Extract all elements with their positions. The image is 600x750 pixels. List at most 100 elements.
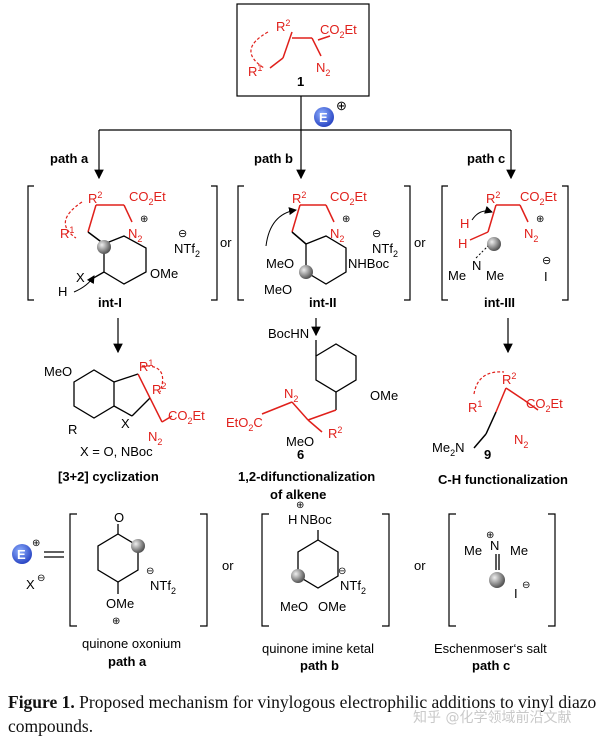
int-i-r1: R1 xyxy=(60,225,74,241)
product-a-r: R xyxy=(68,422,77,437)
compound-1-r1: R1 xyxy=(248,63,262,79)
product-a-title: [3+2] cyclization xyxy=(58,469,159,484)
int-i-h: H xyxy=(58,284,67,299)
svg-text:⊖: ⊖ xyxy=(338,566,346,577)
electrophile-e: E xyxy=(319,110,328,125)
int-iii-me-2: Me xyxy=(486,268,504,283)
intermediate-int-ii: R2 CO2Et N2 ⊕ ⊖ NTf2 MeO MeO NHBoc int-I… xyxy=(237,185,411,310)
or-4: or xyxy=(414,558,426,573)
int-i-minus: ⊖ xyxy=(178,228,187,240)
product-b-ome: OMe xyxy=(370,388,398,403)
int-iii-h: H xyxy=(458,236,467,251)
svg-text:R2: R2 xyxy=(292,190,306,206)
product-b: BocHN OMe N2 EtO2C MeO R2 6 1,2-difuncti… xyxy=(226,326,398,502)
svg-text:R2: R2 xyxy=(502,371,516,387)
svg-text:R1: R1 xyxy=(139,358,153,374)
or-2: or xyxy=(414,235,426,250)
product-c: R2 R1 CO2Et N2 Me2N 9 C-H functionalizat… xyxy=(432,371,568,487)
compound-1-box xyxy=(236,3,370,97)
svg-text:⊖: ⊖ xyxy=(37,573,45,584)
path-b-label: path b xyxy=(254,151,293,166)
int-i-x: X xyxy=(76,270,85,285)
watermark: 知乎 @化学领域前沿文献 xyxy=(413,710,572,726)
product-a: MeO R X R1 R2 CO2Et N2 X = O, NBoc [3+2]… xyxy=(44,358,205,484)
svg-text:⊕: ⊕ xyxy=(486,530,494,541)
legend-a-name: quinone oxonium xyxy=(82,636,181,651)
svg-text:CO2Et: CO2Et xyxy=(330,189,367,207)
svg-text:⊕: ⊕ xyxy=(296,500,304,511)
svg-text:⊖: ⊖ xyxy=(522,580,530,591)
product-b-number: 6 xyxy=(297,447,304,462)
svg-text:N2: N2 xyxy=(524,226,538,244)
svg-text:CO2Et: CO2Et xyxy=(520,189,557,207)
legend-quinone-imine-ketal: H NBoc ⊕ ⊖ NTf2 MeO OMe quinone imine ke… xyxy=(261,500,390,673)
electrophile-ball xyxy=(314,107,334,127)
int-iii-counterion: I xyxy=(544,269,548,284)
int-iii-label: int-III xyxy=(484,295,515,310)
svg-text:⊖: ⊖ xyxy=(372,228,381,240)
path-c-label: path c xyxy=(467,151,505,166)
or-3: or xyxy=(222,558,234,573)
legend-c-me-2: Me xyxy=(510,543,528,558)
product-a-condition: X = O, NBoc xyxy=(80,444,153,459)
int-i-ester: CO2Et xyxy=(129,189,166,207)
legend-c-n: N xyxy=(490,538,499,553)
int-ii-counterion: NTf2 xyxy=(372,241,398,259)
legend-c-path: path c xyxy=(472,658,510,673)
intermediate-int-iii: R2 CO2Et N2 ⊕ H H Me N Me ⊖ I int-III xyxy=(441,185,569,310)
svg-text:⊖: ⊖ xyxy=(146,566,154,577)
svg-text:R2: R2 xyxy=(486,190,500,206)
product-c-me2n: Me2N xyxy=(432,440,464,458)
svg-text:CO2Et: CO2Et xyxy=(168,408,205,426)
legend-x: X xyxy=(26,577,35,592)
int-i-n2: N2 xyxy=(128,226,142,244)
electrophile-legend: E ⊕ X ⊖ xyxy=(12,538,64,592)
legend-c-me-1: Me xyxy=(464,543,482,558)
svg-text:N2: N2 xyxy=(284,386,298,404)
compound-1: R2 R1 CO2Et N2 1 xyxy=(236,3,370,97)
product-b-bochn: BocHN xyxy=(268,326,309,341)
int-ii-nhboc: NHBoc xyxy=(348,256,390,271)
product-a-meo: MeO xyxy=(44,364,72,379)
legend-a-ome: OMe xyxy=(106,596,134,611)
int-ii-label: int-II xyxy=(309,295,336,310)
svg-text:R1: R1 xyxy=(468,399,482,415)
svg-text:⊕: ⊕ xyxy=(112,616,120,627)
figure-caption: Figure 1. Proposed mechanism for vinylog… xyxy=(8,690,598,738)
product-b-meo: MeO xyxy=(286,434,314,449)
legend-a-counterion: NTf2 xyxy=(150,578,176,596)
product-b-title-1: 1,2-difunctionalization xyxy=(238,469,375,484)
svg-text:CO2Et: CO2Et xyxy=(526,396,563,414)
mechanism-diagram: R2 R1 CO2Et N2 1 E ⊕ path a path b path … xyxy=(12,3,569,673)
compound-1-label: 1 xyxy=(297,74,304,89)
intermediate-int-i: R2 R1 CO2Et N2 ⊕ ⊖ NTf2 OMe X H int-I xyxy=(27,185,218,310)
svg-text:EtO2C: EtO2C xyxy=(226,415,263,433)
legend-b-ome: OMe xyxy=(318,599,346,614)
int-i-ome: OMe xyxy=(150,266,178,281)
path-a-label: path a xyxy=(50,151,89,166)
product-a-x: X xyxy=(121,416,130,431)
int-ii-meo-1: MeO xyxy=(266,256,294,271)
caption-text: Proposed mechanism for vinylogous electr… xyxy=(8,692,597,736)
compound-1-ester: CO2Et xyxy=(320,22,357,40)
legend-a-o: O xyxy=(114,510,124,525)
electrophile-plus: ⊕ xyxy=(336,98,347,113)
compound-1-n2: N2 xyxy=(316,60,330,78)
legend-b-path: path b xyxy=(300,658,339,673)
int-i-label: int-I xyxy=(98,295,122,310)
or-1: or xyxy=(220,235,232,250)
product-c-number: 9 xyxy=(484,447,491,462)
int-i-counterion: NTf2 xyxy=(174,241,200,259)
legend-e: E xyxy=(17,547,26,562)
legend-b-meo: MeO xyxy=(280,599,308,614)
legend-c-i: I xyxy=(514,586,518,601)
compound-1-r2: R2 xyxy=(276,18,290,34)
legend-c-name: Eschenmoser‘s salt xyxy=(434,641,547,656)
legend-b-counterion: NTf2 xyxy=(340,578,366,596)
legend-b-nboc: NBoc xyxy=(300,512,332,527)
int-iii-h-top: H xyxy=(460,216,469,231)
svg-text:⊕: ⊕ xyxy=(536,214,544,225)
product-b-title-2: of alkene xyxy=(270,487,326,502)
svg-text:N2: N2 xyxy=(514,432,528,450)
int-iii-me-1: Me xyxy=(448,268,466,283)
